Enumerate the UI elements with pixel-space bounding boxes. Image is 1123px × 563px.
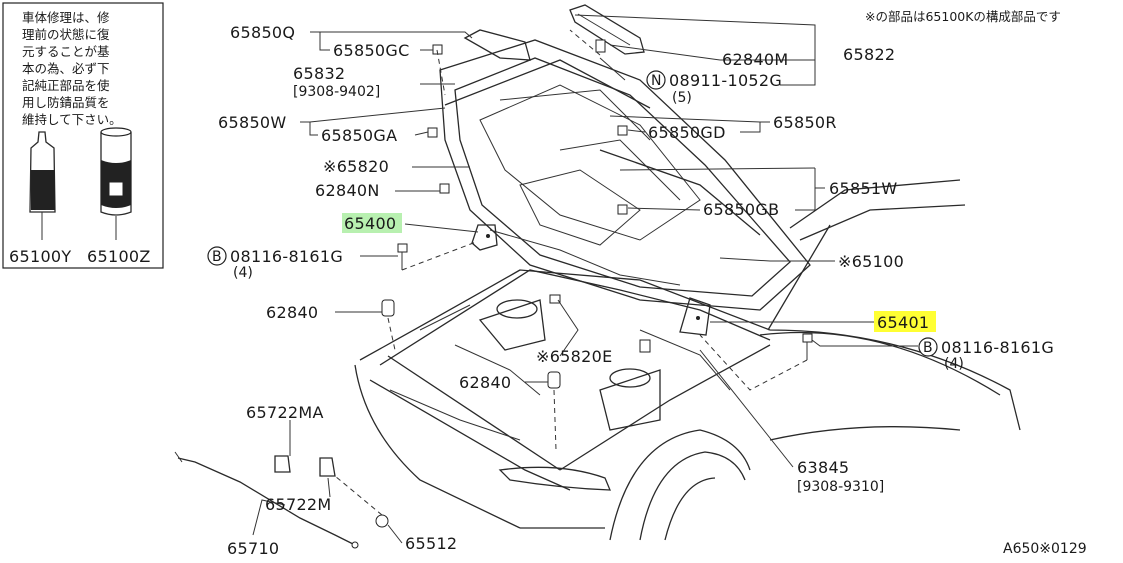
note-line-4: 本の為、必ず下 [22, 61, 110, 76]
label-nut-qty: (5) [672, 90, 692, 106]
highlight-65401 [874, 311, 936, 332]
bolt-icon [802, 333, 813, 360]
nut-symbol: N [651, 73, 661, 89]
label-62840M: 62840M [722, 50, 789, 69]
note-line-5: 記純正部品を使 [22, 78, 110, 93]
label-65850GD: 65850GD [648, 123, 726, 142]
label-65710: 65710 [227, 539, 279, 558]
repair-note-box: 車体修理は、修 理前の状態に復 元することが基 本の為、必ず下 記純正部品を使 … [2, 2, 164, 269]
bolt-symbol-icon [207, 246, 227, 266]
sealant-tube-icon [29, 131, 56, 240]
label-65832-date: [9308-9402] [293, 84, 380, 100]
label-65820: ※65820 [323, 157, 389, 176]
bolt-symbol-right: B [923, 340, 933, 356]
label-bolt-right: 08116-8161G [941, 338, 1054, 357]
label-65850GA: 65850GA [321, 126, 397, 145]
note-line-7: 維持して下さい。 [22, 112, 122, 127]
label-62840N: 62840N [315, 181, 380, 200]
hood-side-strip [463, 29, 531, 61]
note-line-3: 元することが基 [22, 44, 110, 59]
spray-can-icon [100, 127, 132, 240]
hood-panel [439, 39, 811, 311]
bolt-symbol-icon [918, 337, 938, 357]
figure-code: A650※0129 [1003, 541, 1087, 557]
nut-symbol-icon [646, 70, 666, 90]
label-65822: 65822 [843, 45, 895, 64]
label-65100Z: 65100Z [87, 247, 151, 266]
label-bolt-right-qty: (4) [944, 356, 964, 372]
label-65851W: 65851W [829, 179, 898, 198]
hood-hinge-right [679, 297, 711, 336]
label-65832: 65832 [293, 64, 345, 83]
stopper-icon [381, 299, 395, 317]
note-line-2: 理前の状態に復 [22, 27, 110, 42]
label-65850GC: 65850GC [333, 41, 410, 60]
label-bolt-left-qty: (4) [233, 265, 253, 281]
label-65850R: 65850R [773, 113, 837, 132]
label-bolt-left: 08116-8161G [230, 247, 343, 266]
note-line-1: 車体修理は、修 [22, 10, 110, 25]
hood-hinge-left [471, 224, 498, 251]
label-65401: 65401 [877, 313, 929, 332]
bolt-icon [397, 243, 408, 270]
car-body-drawing [354, 179, 1021, 541]
label-65100: ※65100 [838, 252, 904, 271]
label-65850GB: 65850GB [703, 200, 779, 219]
note-line-6: 用し防錆品質を [22, 95, 110, 110]
label-65722MA: 65722MA [246, 403, 324, 422]
part-labels: 65850Q 65850GC 65832 [9308-9402] 65850W … [207, 23, 1087, 558]
label-63845-date: [9308-9310] [797, 479, 884, 495]
label-65100Y: 65100Y [9, 247, 71, 266]
label-nut: 08911-1052G [669, 71, 782, 90]
highlight-65400 [342, 213, 402, 233]
latch-icon [274, 294, 651, 477]
component-note: ※の部品は65100Kの構成部品です [865, 9, 1061, 24]
release-cable-icon [174, 451, 359, 549]
label-65850Q: 65850Q [230, 23, 295, 42]
install-dash-lines [334, 29, 808, 516]
label-65820E: ※65820E [536, 347, 613, 366]
label-65400: 65400 [344, 214, 396, 233]
hood-front-seal [569, 4, 645, 55]
label-65850W: 65850W [218, 113, 287, 132]
label-62840-b: 62840 [459, 373, 511, 392]
label-65722M: 65722M [265, 495, 332, 514]
bolt-symbol-left: B [212, 249, 222, 265]
label-65512: 65512 [405, 534, 457, 553]
leader-lines [252, 14, 918, 544]
label-63845: 63845 [797, 458, 849, 477]
stopper-icon [547, 371, 561, 389]
grommet-icon [375, 514, 389, 528]
label-62840-a: 62840 [266, 303, 318, 322]
